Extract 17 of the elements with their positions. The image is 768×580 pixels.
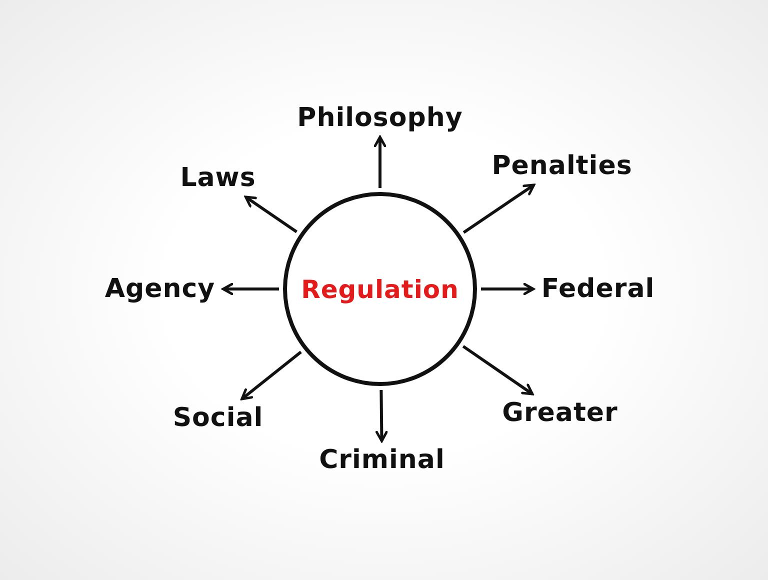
- topic-label: Philosophy: [297, 103, 463, 133]
- arrow: [481, 282, 535, 296]
- arrow: [222, 282, 279, 296]
- arrow: [462, 345, 534, 396]
- topic-label: Laws: [180, 163, 256, 193]
- arrow: [374, 136, 386, 188]
- arrow: [244, 196, 298, 234]
- topic-label: Federal: [541, 274, 655, 304]
- topic-label: Penalties: [492, 151, 632, 181]
- arrow: [462, 184, 536, 234]
- topic-label: Social: [172, 403, 264, 433]
- center-title: Regulation: [301, 274, 459, 304]
- topic-label: Greater: [502, 398, 618, 428]
- topic-label: Agency: [104, 274, 216, 304]
- topic-label: Criminal: [319, 445, 445, 475]
- arrow: [240, 350, 302, 400]
- arrow: [375, 390, 388, 442]
